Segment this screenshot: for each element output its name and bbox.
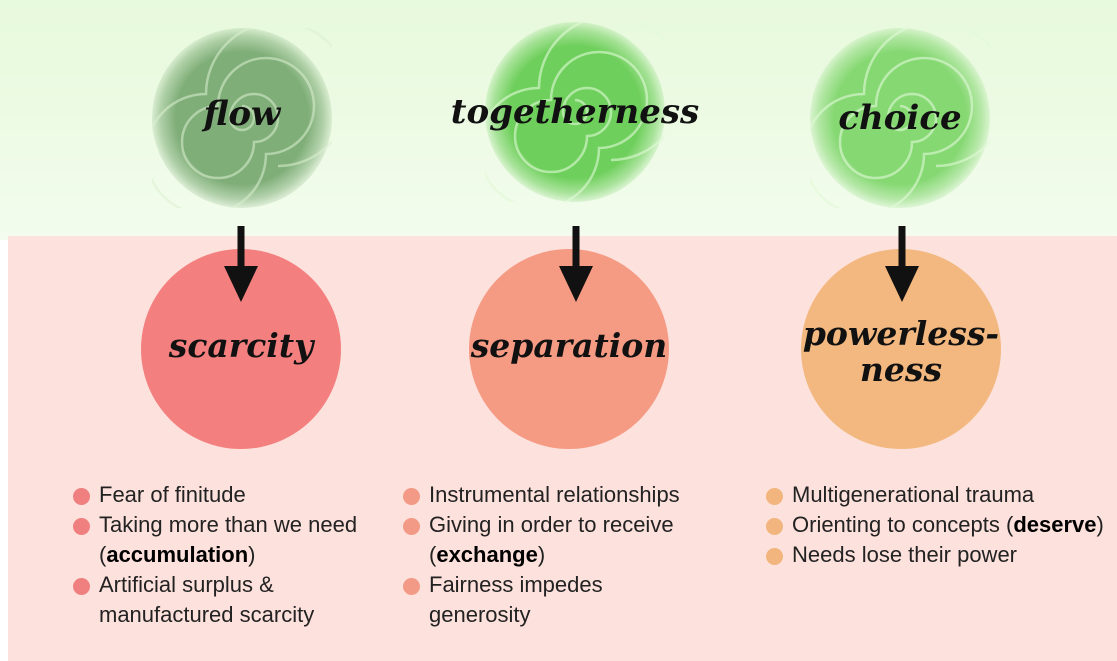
bullet-dot-icon: [403, 518, 420, 535]
bullet-dot-icon: [403, 578, 420, 595]
separation-list: Instrumental relationships Giving in ord…: [403, 480, 758, 630]
top-word-flow: flow: [203, 94, 281, 134]
bullet-dot-icon: [73, 488, 90, 505]
list-item: Instrumental relationships: [403, 480, 758, 510]
bullet-dot-icon: [766, 548, 783, 565]
spiral-icon: [485, 22, 665, 202]
circle-label-separation: separation: [470, 326, 668, 365]
circle-label-scarcity: scarcity: [168, 326, 314, 365]
list-item: Fear of finitude: [73, 480, 393, 510]
down-arrow-icon: [224, 226, 258, 302]
list-item: Fairness impedes generosity: [403, 570, 679, 630]
list-item: Multigenerational trauma: [766, 480, 1111, 510]
flow-spiral-glow: [152, 28, 332, 208]
list-item: Artificial surplus & manufactured scarci…: [73, 570, 393, 630]
choice-spiral-glow: [810, 28, 990, 208]
circle-label-powerlessness-line2: ness: [859, 350, 943, 389]
top-word-togetherness: togetherness: [450, 92, 700, 132]
list-item: Taking more than we need (accumulation): [73, 510, 393, 570]
circle-label-powerlessness: powerless- ness: [801, 316, 1001, 388]
list-item: Needs lose their power: [766, 540, 1111, 570]
circle-label-powerlessness-line1: powerless-: [802, 314, 1000, 353]
bullet-dot-icon: [766, 518, 783, 535]
down-arrow-icon: [885, 226, 919, 302]
list-item: Orienting to concepts (deserve): [766, 510, 1111, 540]
bullet-dot-icon: [403, 488, 420, 505]
powerlessness-list: Multigenerational trauma Orienting to co…: [766, 480, 1111, 570]
bullet-dot-icon: [73, 578, 90, 595]
spiral-icon: [810, 28, 990, 208]
top-word-choice: choice: [838, 98, 962, 138]
scarcity-list: Fear of finitude Taking more than we nee…: [73, 480, 393, 630]
down-arrow-icon: [559, 226, 593, 302]
togetherness-spiral-glow: [485, 22, 665, 202]
bullet-dot-icon: [73, 518, 90, 535]
bullet-dot-icon: [766, 488, 783, 505]
list-item: Giving in order to receive (exchange): [403, 510, 758, 570]
spiral-icon: [152, 28, 332, 208]
